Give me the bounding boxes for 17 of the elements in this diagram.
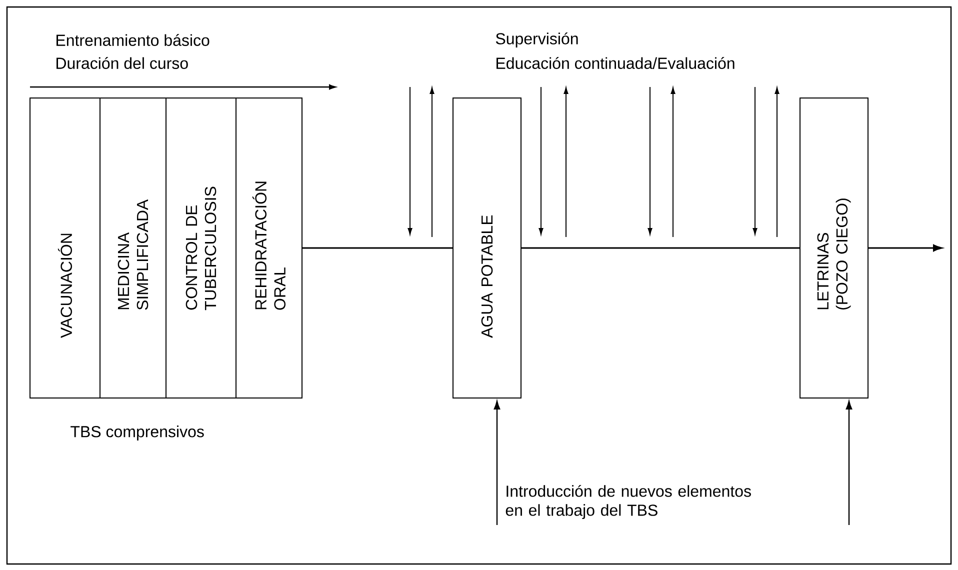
label: Educación continuada/Evaluación <box>496 57 734 69</box>
connector <box>846 400 852 525</box>
connector <box>494 400 500 525</box>
label: Supervisión <box>496 32 578 48</box>
connector <box>868 244 942 252</box>
program-box: CONTROL DE TUBERCULOSIS <box>166 98 236 398</box>
program-box: MEDICINA SIMPLIFICADA <box>100 98 166 398</box>
label: TBS comprensivos <box>70 426 204 440</box>
connector <box>522 247 800 249</box>
program-box: VACUNACIÓN <box>30 98 100 398</box>
program-box: LETRINAS (POZO CIEGO) <box>800 98 869 398</box>
label: Duración del curso <box>56 57 188 69</box>
connector <box>302 247 452 249</box>
label: Introducción de nuevos elementos en el trabajo del TBS <box>506 484 751 520</box>
label: Entrenamiento básico <box>56 34 210 46</box>
program-box: REHIDRATACIÓN ORAL <box>236 98 302 398</box>
program-box: AGUA POTABLE <box>452 98 522 398</box>
